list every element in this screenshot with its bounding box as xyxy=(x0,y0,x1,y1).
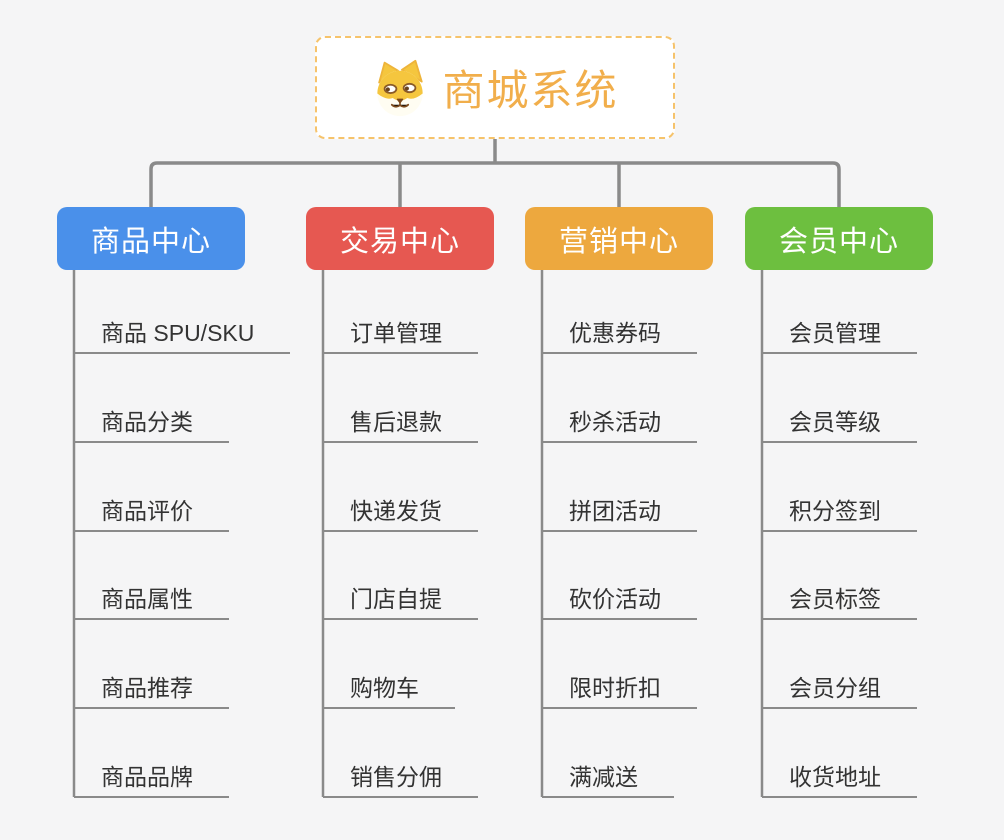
branch-label: 会员中心 xyxy=(778,225,899,258)
leaf-node[interactable]: 订单管理 xyxy=(323,320,478,354)
root-topic-label: 商城系统 xyxy=(442,67,619,114)
leaf-node[interactable]: 门店自提 xyxy=(323,586,478,620)
root-topic-node[interactable]: 商城系统 xyxy=(315,36,675,139)
leaf-node[interactable]: 会员分组 xyxy=(762,675,917,709)
leaf-node[interactable]: 秒杀活动 xyxy=(542,409,697,443)
leaf-node[interactable]: 购物车 xyxy=(323,675,455,709)
leaf-node[interactable]: 商品推荐 xyxy=(74,675,229,709)
leaf-node[interactable]: 售后退款 xyxy=(323,409,478,443)
leaf-node[interactable]: 拼团活动 xyxy=(542,498,697,532)
leaf-node[interactable]: 会员标签 xyxy=(762,586,917,620)
leaf-node[interactable]: 满减送 xyxy=(542,764,674,798)
branch-label: 营销中心 xyxy=(558,225,679,258)
leaf-node[interactable]: 会员管理 xyxy=(762,320,917,354)
branch-node-trade-center[interactable]: 交易中心 xyxy=(306,207,494,270)
leaf-node[interactable]: 商品品牌 xyxy=(74,764,229,798)
leaf-node[interactable]: 优惠券码 xyxy=(542,320,697,354)
branch-bracket-connector xyxy=(149,161,841,207)
leaf-node[interactable]: 商品评价 xyxy=(74,498,229,532)
leaf-node[interactable]: 商品分类 xyxy=(74,409,229,443)
branch-node-member-center[interactable]: 会员中心 xyxy=(745,207,933,270)
leaf-node[interactable]: 会员等级 xyxy=(762,409,917,443)
leaf-node[interactable]: 商品 SPU/SKU xyxy=(74,320,291,354)
branch-label: 交易中心 xyxy=(339,225,460,258)
leaf-node[interactable]: 砍价活动 xyxy=(542,586,697,620)
branch-node-product-center[interactable]: 商品中心 xyxy=(57,207,245,270)
leaf-node[interactable]: 快递发货 xyxy=(323,498,478,532)
leaf-node[interactable]: 积分签到 xyxy=(762,498,917,532)
leaf-node[interactable]: 收货地址 xyxy=(762,764,917,798)
branch-node-marketing-center[interactable]: 营销中心 xyxy=(525,207,713,270)
leaf-node[interactable]: 销售分佣 xyxy=(323,764,478,798)
doge-icon xyxy=(377,59,424,116)
branch-label: 商品中心 xyxy=(90,225,211,258)
leaf-node[interactable]: 商品属性 xyxy=(74,586,229,620)
leaf-node[interactable]: 限时折扣 xyxy=(542,675,697,709)
